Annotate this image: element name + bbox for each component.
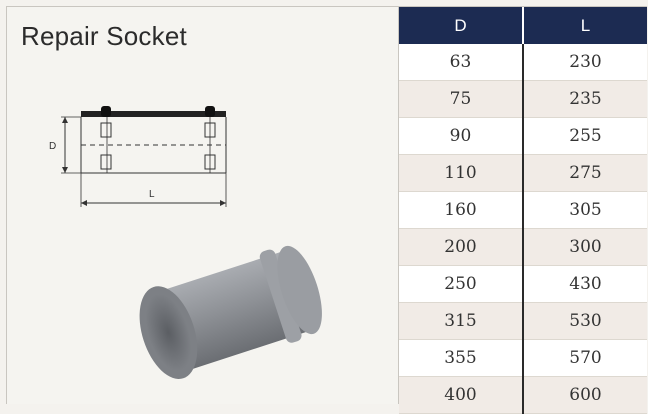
cell-l: 305 (522, 191, 647, 229)
column-header-l: L (522, 7, 647, 44)
cell-d: 200 (399, 228, 523, 266)
cell-l: 600 (522, 376, 647, 414)
cell-l: 275 (522, 154, 647, 192)
table-row: 315 530 (399, 302, 647, 340)
cell-d: 400 (399, 376, 523, 414)
cell-d: 355 (399, 339, 523, 377)
table-row: 63 230 (399, 44, 647, 81)
cell-l: 300 (522, 228, 647, 266)
table-row: 160 305 (399, 191, 647, 229)
repair-socket-photo (139, 245, 322, 379)
cell-d: 90 (399, 117, 523, 155)
dimensions-table-container: D L 63 230 75 235 90 255 110 275 160 (398, 6, 647, 414)
cell-l: 230 (522, 44, 647, 81)
cell-l: 530 (522, 302, 647, 340)
product-title: Repair Socket (21, 21, 187, 51)
diameter-label: D (49, 141, 56, 152)
table-row: 110 275 (399, 154, 647, 192)
cell-l: 255 (522, 117, 647, 155)
cell-l: 235 (522, 80, 647, 118)
cell-d: 63 (399, 44, 523, 81)
table-row: 250 430 (399, 265, 647, 303)
length-label: L (149, 189, 155, 200)
cell-l: 570 (522, 339, 647, 377)
cell-d: 75 (399, 80, 523, 118)
cell-d: 315 (399, 302, 523, 340)
table-row: 90 255 (399, 117, 647, 155)
cell-d: 110 (399, 154, 523, 192)
cell-l: 430 (522, 265, 647, 303)
cell-d: 250 (399, 265, 523, 303)
cell-d: 160 (399, 191, 523, 229)
table-row: 355 570 (399, 339, 647, 377)
dimensions-table: D L 63 230 75 235 90 255 110 275 160 (399, 7, 647, 414)
table-row: 400 600 (399, 376, 647, 414)
product-panel: Repair Socket D L (6, 6, 399, 404)
table-header-row: D L (399, 7, 647, 44)
column-header-d: D (399, 7, 523, 44)
repair-socket-schematic: D L (49, 106, 227, 207)
table-row: 75 235 (399, 80, 647, 118)
table-row: 200 300 (399, 228, 647, 266)
